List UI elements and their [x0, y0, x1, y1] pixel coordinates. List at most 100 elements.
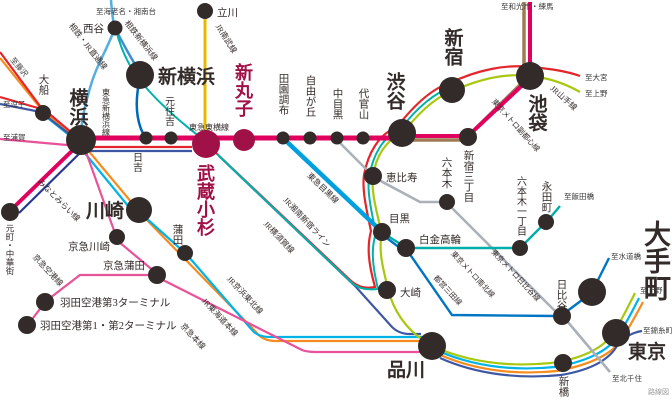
station-shinjuku[interactable]	[439, 77, 465, 103]
station-meguro[interactable]	[373, 223, 391, 241]
label-tokyo: 東京	[628, 340, 666, 363]
line-keikyu-main	[0, 137, 423, 354]
terminal-kitasenju: 至北千住	[612, 373, 642, 383]
label-shimbashi: 新橋	[558, 375, 569, 398]
label-shinjuku: 新宿	[442, 27, 464, 66]
terminal-omiya: 至大宮	[585, 72, 608, 82]
label-musashi-kosugi: 武蔵小杉	[195, 164, 215, 237]
label-shirokane-takanawa: 白金高輪	[419, 233, 461, 246]
label-roppongi: 六本木	[441, 157, 452, 189]
line-sotetsu-jr-through	[115, 29, 205, 141]
label-ebisu: 恵比寿	[386, 171, 418, 184]
station-musashi-kosugi[interactable]	[192, 130, 220, 158]
terminal-suidobashi: 至水道橋	[611, 251, 641, 261]
label-shin-yokohama: 新横浜	[158, 65, 215, 88]
station-ikebukuro[interactable]	[516, 62, 544, 90]
line-label-tokyu-toyoko: 東急東横線	[189, 122, 229, 132]
terminal-ueno-north: 至上野	[585, 89, 608, 98]
label-kawasaki: 川崎	[85, 199, 124, 222]
label-kamata: 蒲田	[172, 223, 183, 245]
station-otemachi[interactable]	[578, 278, 606, 306]
line-tokyu-toyoko-through	[406, 2, 532, 138]
label-shin-maruko: 新丸子	[233, 62, 254, 117]
station-keikyu-kawasaki[interactable]	[109, 229, 125, 245]
station-motosumiyoshi[interactable]	[164, 131, 178, 145]
terminal-kinshicho: 至錦糸町	[643, 325, 672, 335]
terminal-uraga: 至浦賀	[3, 132, 26, 142]
station-nishiya[interactable]	[107, 20, 123, 36]
station-kamata[interactable]	[177, 245, 193, 261]
station-osaki[interactable]	[378, 281, 396, 299]
terminal-iidabashi: 至飯田橋	[564, 191, 594, 201]
station-shinagawa[interactable]	[418, 332, 446, 360]
label-shibuya: 渋谷	[384, 71, 406, 111]
station-yokohama[interactable]	[66, 125, 96, 155]
station-hiyoshi[interactable]	[139, 131, 153, 145]
station-nagatacho[interactable]	[538, 214, 554, 230]
label-ofuna: 大船	[38, 73, 49, 96]
station-jiyugaoka[interactable]	[303, 131, 317, 145]
line-sotetsu-main	[79, 0, 117, 133]
station-tachikawa[interactable]	[197, 3, 213, 19]
label-shinagawa: 品川	[387, 359, 425, 381]
station-shin-yokohama[interactable]	[126, 61, 154, 89]
terminal-zushi: 至逗子	[3, 100, 26, 109]
label-nishiya: 西谷	[83, 23, 104, 35]
label-tachikawa: 立川	[217, 6, 238, 19]
station-motomachi-chukagai[interactable]	[1, 203, 19, 221]
label-naka-meguro: 中目黒	[332, 87, 343, 120]
terminal-ueno-east: 至上野	[640, 286, 663, 295]
label-haneda-t3: 羽田空港第3ターミナル	[60, 296, 170, 309]
label-osaki: 大崎	[400, 286, 421, 299]
line-keikyu-airport	[29, 273, 150, 323]
station-ebisu[interactable]	[364, 167, 382, 185]
station-haneda-t3[interactable]	[36, 293, 54, 311]
station-hibiya[interactable]	[553, 307, 571, 325]
line-minatomirai-toyoko	[11, 144, 79, 210]
station-naka-meguro[interactable]	[330, 131, 344, 145]
label-roppongi-itchome: 六本木一丁目	[515, 176, 527, 236]
station-ofuna[interactable]	[35, 105, 51, 121]
station-roppongi[interactable]	[439, 194, 455, 210]
label-den-en-chofu: 田園調布	[278, 73, 289, 116]
label-haneda-t12: 羽田空港第1・第2ターミナル	[40, 319, 177, 332]
label-shinjuku-sanchome: 新宿三丁目	[463, 149, 474, 202]
station-shimbashi[interactable]	[554, 354, 572, 372]
station-den-en-chofu[interactable]	[276, 131, 290, 145]
station-labels: 西谷 立川 新横浜 横浜 大船 日吉 元住吉 武蔵小杉 新丸子 田園調布 自由が…	[5, 6, 671, 398]
label-motosumiyoshi: 元住吉	[163, 96, 175, 127]
label-ikebukuro: 池袋	[526, 93, 549, 132]
label-motomachi-chukagai: 元町・中華街	[5, 224, 15, 276]
line-tokyu-meguro	[283, 138, 382, 232]
label-yokohama: 横浜	[67, 87, 89, 127]
terminal-ebina-shonandai: 至海老名・湘南台	[96, 6, 156, 16]
line-metro-namboku	[382, 205, 561, 250]
line-metro-hibiya	[338, 141, 611, 373]
label-hiyoshi: 日吉	[131, 152, 143, 173]
terminal-wakoshi-nerima: 至和光市・練馬	[501, 1, 554, 11]
label-meguro: 目黒	[389, 213, 410, 225]
station-keikyu-kamata[interactable]	[148, 266, 166, 284]
station-shinjuku-sanchome[interactable]	[459, 128, 477, 146]
station-tokyo[interactable]	[602, 319, 630, 347]
station-shibuya[interactable]	[388, 119, 416, 147]
label-hibiya: 日比谷	[556, 279, 567, 311]
stations	[1, 3, 630, 372]
station-haneda-t12[interactable]	[18, 316, 36, 334]
label-keikyu-kawasaki: 京急川崎	[68, 240, 110, 253]
line-minatomirai	[18, 148, 85, 214]
station-shirokane-takanawa[interactable]	[397, 239, 415, 257]
station-shin-maruko[interactable]	[233, 129, 255, 151]
station-kawasaki[interactable]	[126, 197, 152, 223]
label-nagatacho: 永田町	[541, 180, 552, 212]
line-toei-mita	[383, 235, 611, 318]
label-daikanyama: 代官山	[358, 88, 369, 120]
corner-note: 路線図	[648, 387, 669, 396]
line-jr-shonan-shinjuku	[0, 51, 581, 289]
station-roppongi-itchome[interactable]	[512, 240, 528, 256]
label-keikyu-kamata: 京急蒲田	[103, 259, 145, 272]
station-daikanyama[interactable]	[356, 131, 370, 145]
line-label-tokyu-shin-yokohama: 東急新横浜線	[102, 87, 111, 136]
